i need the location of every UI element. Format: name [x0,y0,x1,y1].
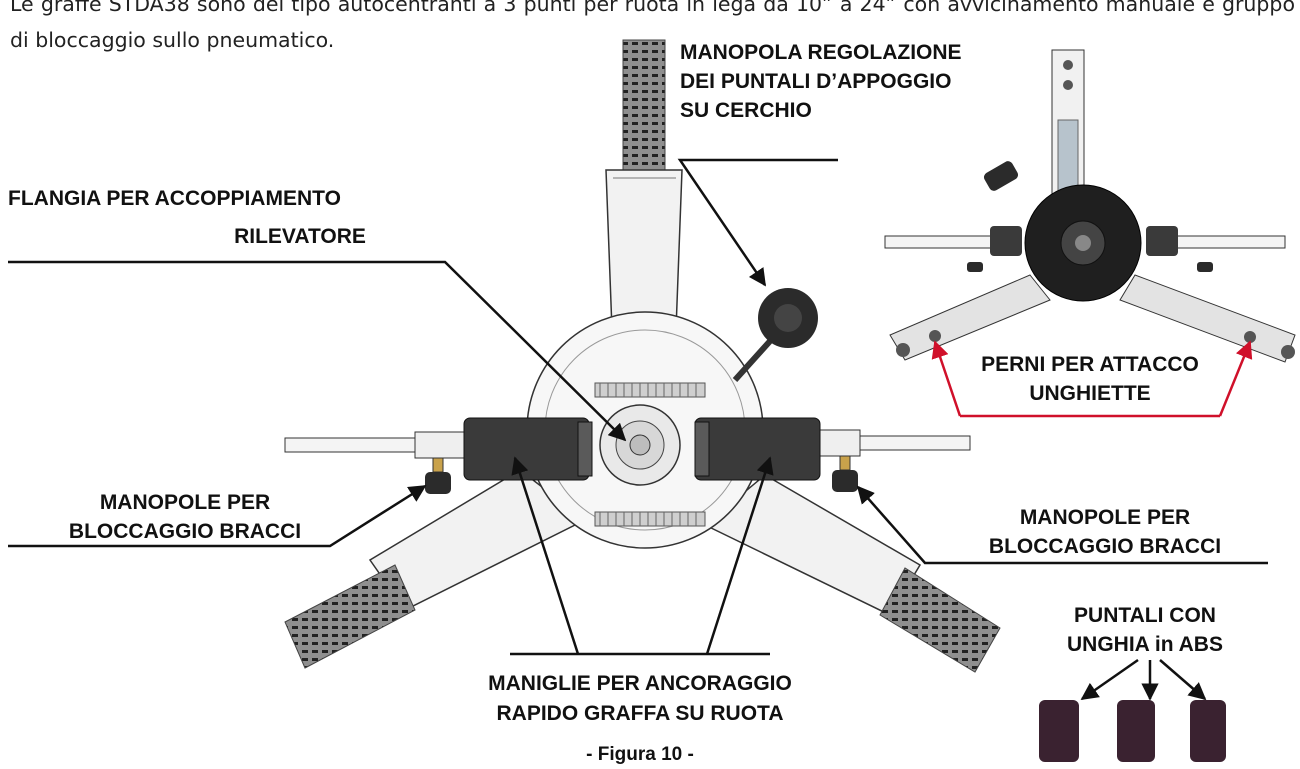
lower-spring [594,511,706,527]
label-maniglie: MANIGLIE PER ANCORAGGIO RAPIDO GRAFFA SU… [380,669,900,729]
label-manopola-line2: DEI PUNTALI D’APPOGGIO [680,70,952,93]
upper-spring [594,382,706,398]
inset-right-arm [1119,274,1296,363]
top-arm-grip [622,39,666,171]
label-flangia-2: RILEVATORE [150,222,450,251]
intro-paragraph: Le graffe STDA38 sono del tipo autocentr… [10,0,1295,52]
abs-tip-3 [1190,700,1226,762]
label-manopole-left: MANOPOLE PER BLOCCAGGIO BRACCI [20,488,350,546]
label-maniglie-line1: MANIGLIE PER ANCORAGGIO [488,672,792,695]
label-manopola-line3: SU CERCHIO [680,99,812,122]
label-flangia-line1: FLANGIA PER ACCOPPIAMENTO [8,187,341,210]
label-manopole-right: MANOPOLE PER BLOCCAGGIO BRACCI [940,503,1270,561]
label-manopola-line1: MANOPOLA REGOLAZIONE [680,41,962,64]
label-perni: PERNI PER ATTACCO UNGHIETTE [940,350,1240,408]
label-puntali: PUNTALI CON UNGHIA in ABS [1010,601,1280,659]
inset-view [884,49,1296,363]
label-manopole-left-line1: MANOPOLE PER [99,491,271,514]
label-puntali-line1: PUNTALI CON [1074,604,1216,627]
abs-tips [1039,700,1226,762]
label-puntali-line2: UNGHIA in ABS [1067,633,1223,656]
figure-caption: - Figura 10 - [586,744,694,765]
top-arm [605,169,683,331]
label-perni-line2: UNGHIETTE [1029,382,1151,405]
abs-tip-2 [1117,700,1155,762]
label-manopole-right-line2: BLOCCAGGIO BRACCI [988,535,1222,558]
label-manopole-right-line1: MANOPOLE PER [1019,506,1191,529]
adjustment-knob [732,288,818,383]
right-lock-knob [832,455,858,492]
leader-lines [8,158,1268,701]
left-handle [463,417,590,481]
left-lock-knob [425,457,451,494]
label-manopole-left-line2: BLOCCAGGIO BRACCI [68,520,302,543]
label-manopola-regolazione: MANOPOLA REGOLAZIONE DEI PUNTALI D’APPOG… [680,38,962,125]
perni-arrows [931,340,1253,418]
label-maniglie-line2: RAPIDO GRAFFA SU RUOTA [496,702,784,725]
lower-left-grip [284,564,416,669]
label-flangia-line2: RILEVATORE [234,225,366,248]
abs-tip-1 [1039,700,1079,762]
main-clamp [284,39,1001,673]
inset-left-arm [889,274,1051,361]
lower-right-grip [879,567,1001,673]
label-perni-line1: PERNI PER ATTACCO [981,353,1199,376]
right-handle [694,417,821,481]
label-flangia: FLANGIA PER ACCOPPIAMENTO [8,184,341,213]
